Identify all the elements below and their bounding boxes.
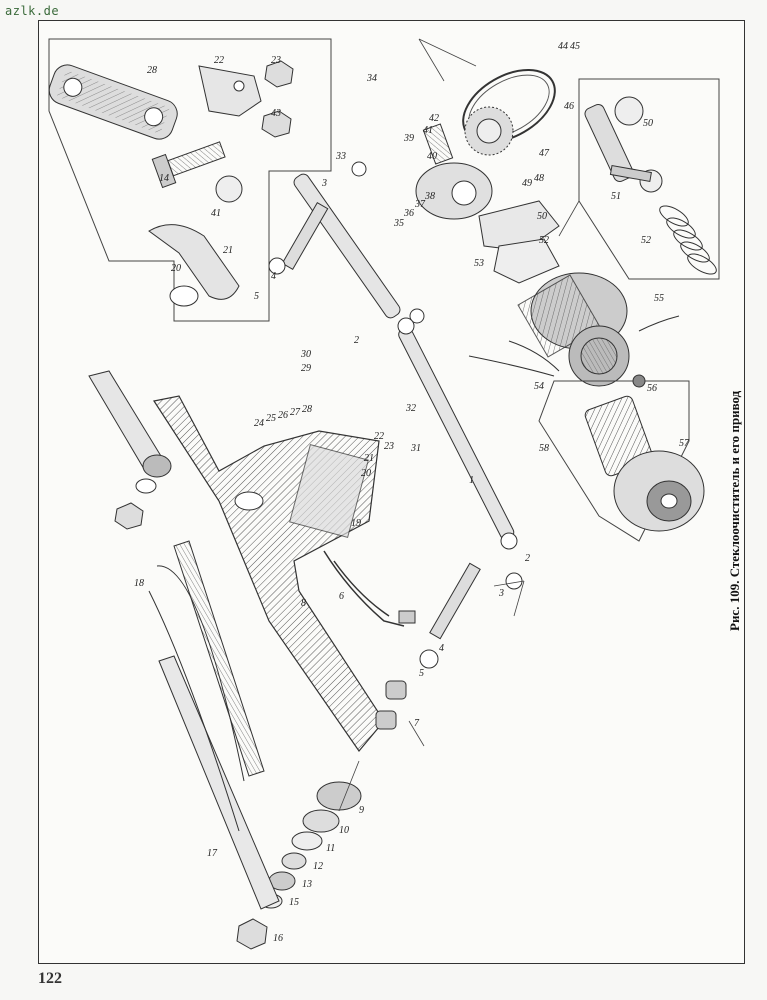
spindle-stack: [236, 781, 362, 950]
label-22b: 22: [374, 431, 384, 442]
label-18: 18: [134, 578, 144, 589]
label-23: 23: [271, 55, 281, 66]
label-52: 52: [641, 235, 651, 246]
label-25: 25: [266, 413, 276, 424]
label-22: 22: [214, 55, 224, 66]
label-50: 50: [643, 118, 653, 129]
wiper-arm: [148, 590, 280, 910]
gasket: [478, 200, 560, 252]
label-46: 46: [564, 101, 574, 112]
label-14: 14: [159, 173, 169, 184]
label-45: 45: [570, 41, 580, 52]
watermark: azlk.de: [5, 4, 60, 18]
label-49: 49: [522, 178, 532, 189]
label-29: 29: [301, 363, 311, 374]
label-4: 4: [271, 271, 276, 282]
label-54: 54: [534, 381, 544, 392]
label-44: 44: [558, 41, 568, 52]
linkage-rod-upper: [293, 161, 425, 324]
label-38: 38: [424, 191, 435, 202]
label-56: 56: [647, 383, 657, 394]
label-9: 9: [359, 805, 364, 816]
worm-gear: [464, 106, 514, 156]
label-35: 35: [393, 218, 404, 229]
label-55: 55: [654, 293, 664, 304]
label-2: 2: [354, 335, 359, 346]
exploded-diagram: 1 2 2 3 3 4 4 5 5 6 7 8 9 10 11 12 13 14…: [48, 38, 742, 950]
label-28b: 28: [302, 404, 312, 415]
plate-part: [48, 64, 178, 140]
label-5: 5: [254, 291, 259, 302]
label-42: 42: [429, 113, 439, 124]
label-52b: 52: [539, 235, 549, 246]
label-11: 11: [326, 843, 335, 854]
label-37: 37: [414, 199, 426, 210]
electric-motor: [517, 272, 630, 387]
page-number: 122: [38, 970, 62, 987]
label-50b: 50: [537, 211, 547, 222]
label-53: 53: [474, 258, 484, 269]
wiper-blade: [156, 540, 265, 782]
linkage-rod-lower: [397, 317, 518, 550]
label-32: 32: [405, 403, 416, 414]
label-57: 57: [679, 438, 690, 449]
label-39: 39: [403, 133, 414, 144]
label-28: 28: [147, 65, 157, 76]
wiper-main-frame: [153, 395, 385, 752]
label-24: 24: [254, 418, 264, 429]
label-20b: 20: [361, 468, 371, 479]
label-48: 48: [534, 173, 544, 184]
label-15: 15: [289, 897, 299, 908]
label-34: 34: [366, 73, 377, 84]
label-27: 27: [290, 407, 301, 418]
label-3b: 3: [498, 588, 504, 599]
label-19: 19: [351, 518, 361, 529]
figure-caption: Рис. 109. Стеклоочиститель и его привод: [727, 390, 742, 631]
label-5b: 5: [419, 668, 424, 679]
label-47: 47: [539, 148, 550, 159]
label-21b: 21: [364, 453, 374, 464]
label-41: 41: [211, 208, 221, 219]
label-30: 30: [300, 349, 311, 360]
label-10: 10: [339, 825, 349, 836]
label-51: 51: [611, 191, 621, 202]
inset-box-motor-parts: [578, 78, 720, 280]
label-16: 16: [273, 933, 283, 944]
motor-end-cap: [613, 450, 705, 532]
label-8: 8: [301, 598, 306, 609]
label-43: 43: [271, 108, 281, 119]
label-36: 36: [403, 208, 414, 219]
label-40: 40: [427, 151, 437, 162]
label-2b: 2: [525, 553, 530, 564]
spring-part: [659, 205, 717, 275]
label-33: 33: [335, 151, 346, 162]
label-17: 17: [207, 848, 218, 859]
part-labels: 1 2 2 3 3 4 4 5 5 6 7 8 9 10 11 12 13 14…: [134, 41, 690, 944]
label-13: 13: [302, 879, 312, 890]
label-31: 31: [410, 443, 421, 454]
figure-frame: 1 2 2 3 3 4 4 5 5 6 7 8 9 10 11 12 13 14…: [38, 20, 745, 964]
label-4b: 4: [439, 643, 444, 654]
bolt-part: [151, 141, 226, 189]
label-12: 12: [313, 861, 323, 872]
label-3: 3: [321, 178, 327, 189]
label-21: 21: [223, 245, 233, 256]
label-26: 26: [278, 410, 288, 421]
label-41b: 41: [423, 125, 433, 136]
label-58: 58: [539, 443, 549, 454]
inset-box-fasteners: [48, 38, 332, 322]
label-7: 7: [414, 718, 420, 729]
label-23b: 23: [384, 441, 394, 452]
label-20: 20: [171, 263, 181, 274]
label-6: 6: [339, 591, 344, 602]
shaft-part: [584, 96, 663, 193]
label-1: 1: [469, 475, 474, 486]
